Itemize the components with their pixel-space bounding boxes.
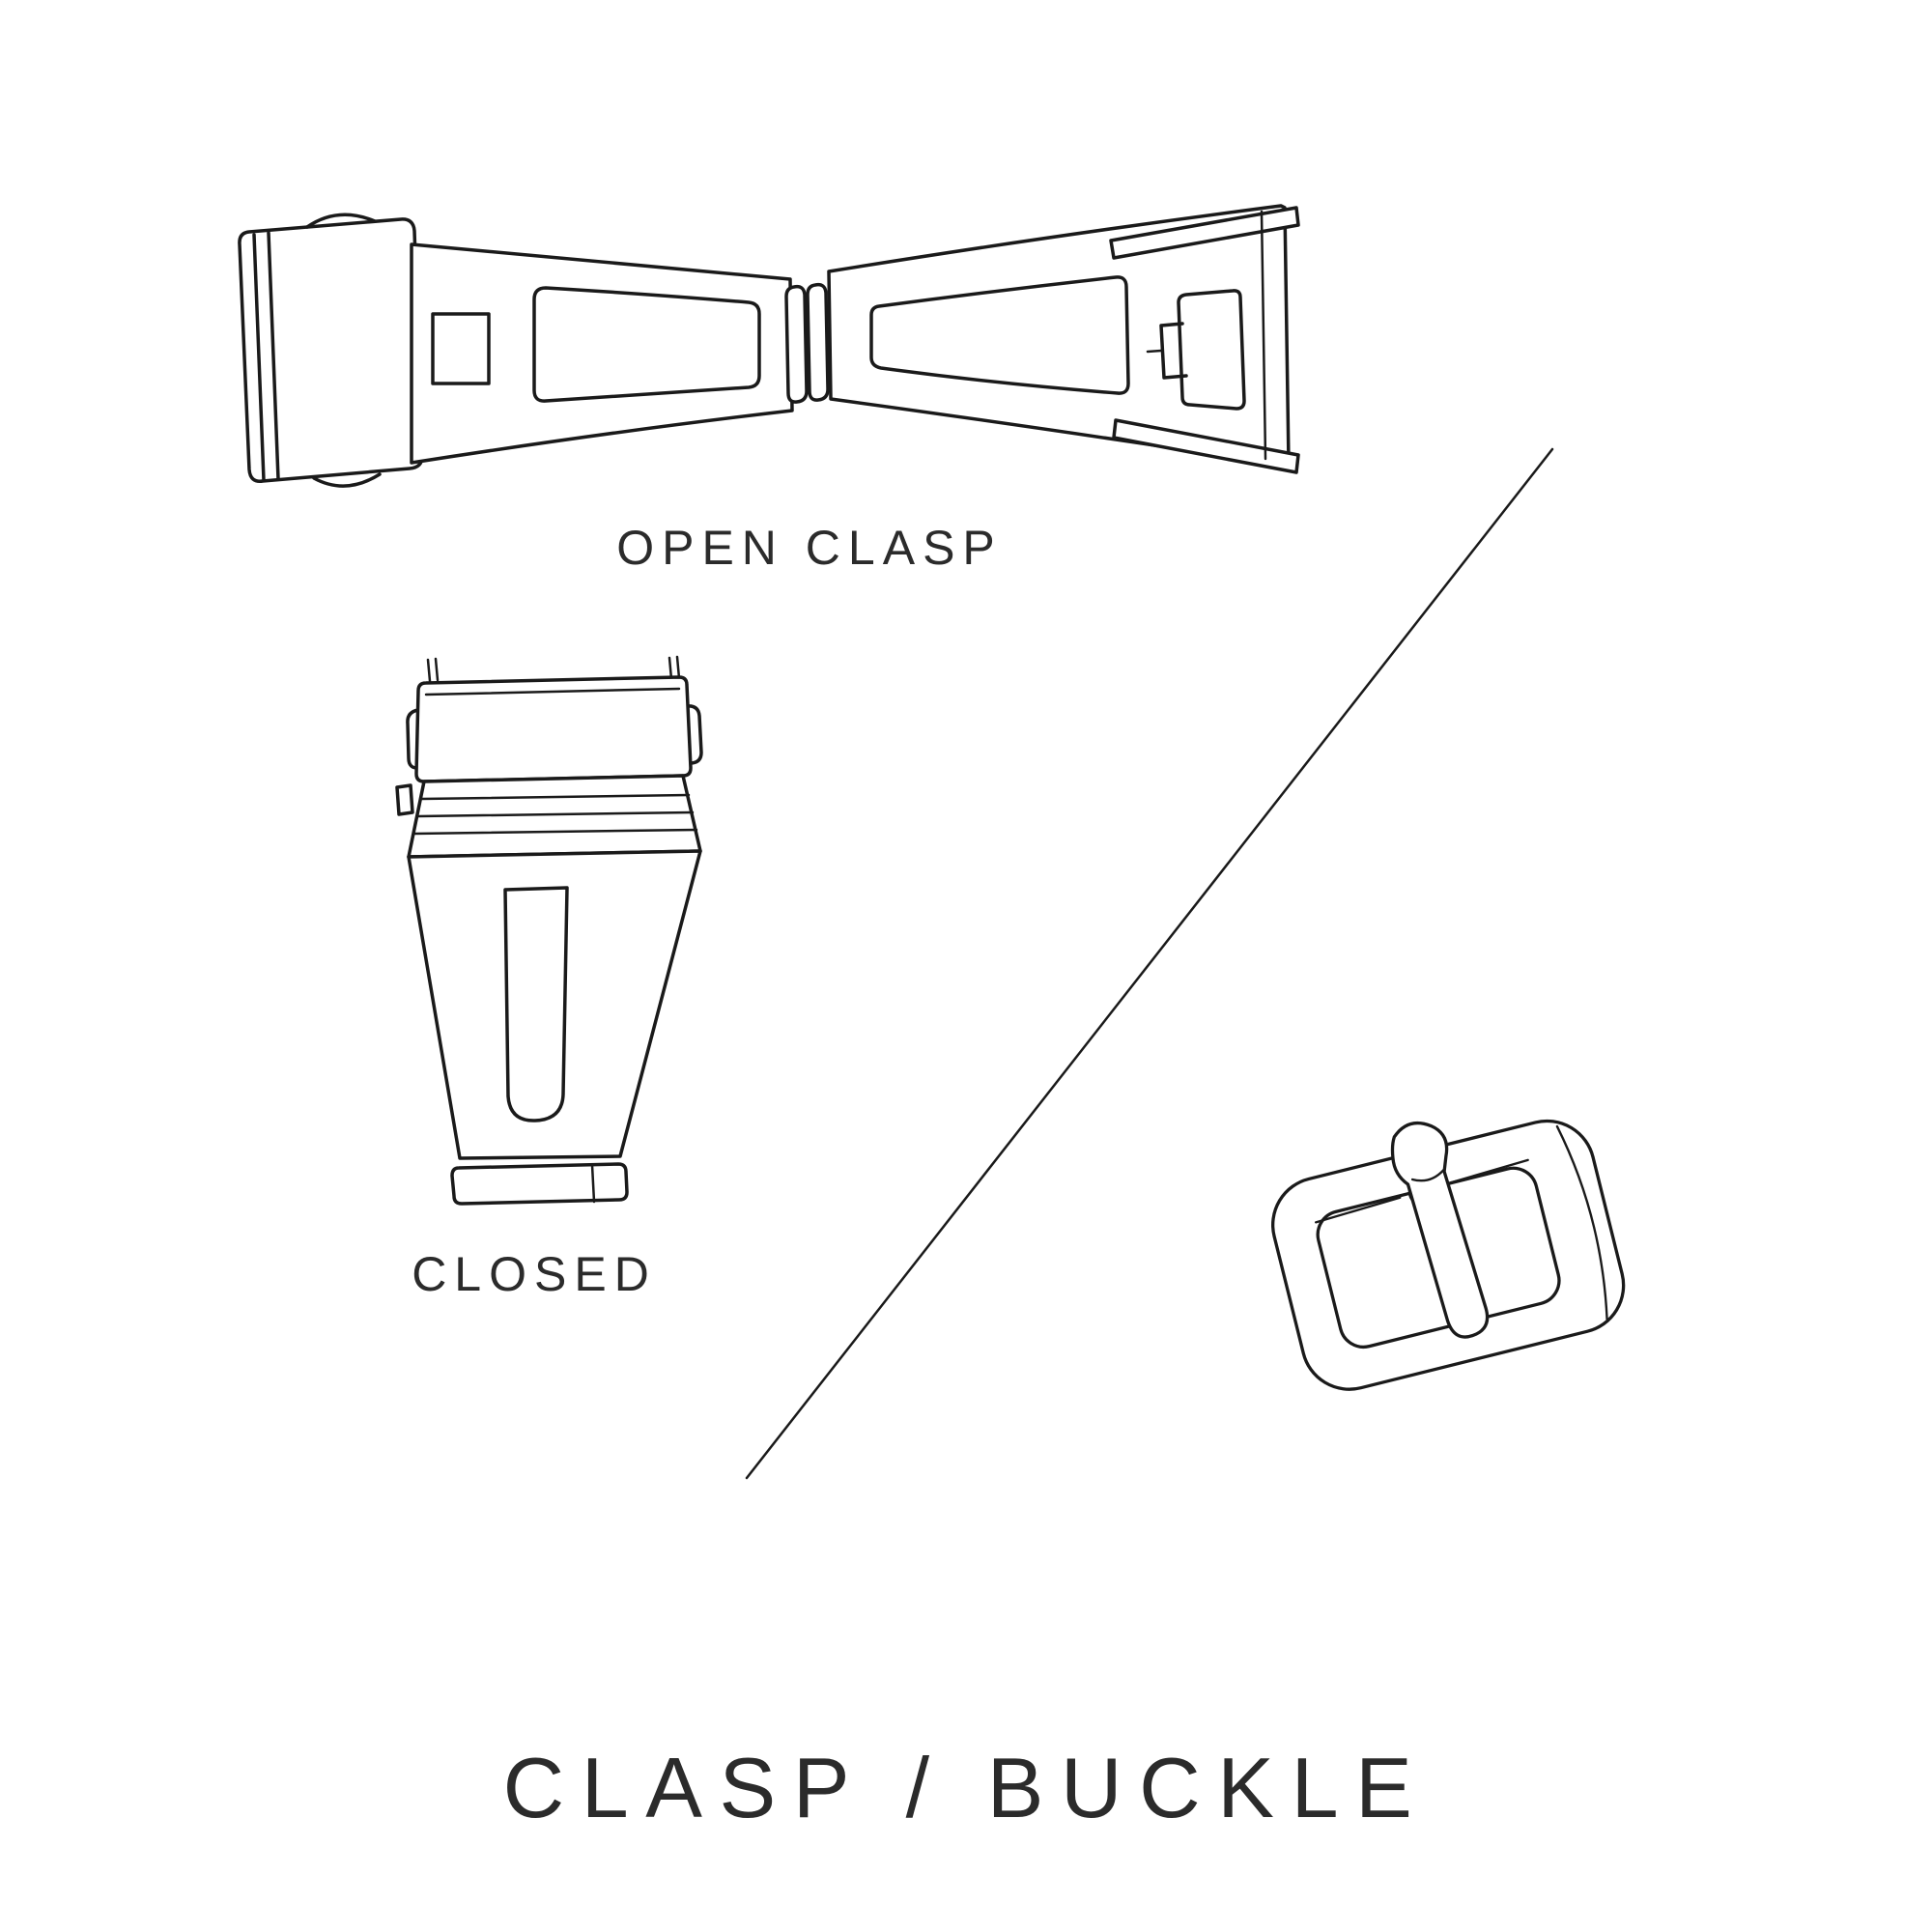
closed-clasp-bands (395, 774, 702, 859)
open-clasp-label: OPEN CLASP (616, 521, 1003, 575)
closed-clasp-prongs (426, 655, 681, 683)
diagonal-divider-line (745, 447, 1554, 1480)
open-clasp-illustration (238, 204, 1300, 488)
diagram-title: CLASP / BUCKLE (502, 1740, 1430, 1835)
open-clasp-left-arm (410, 242, 794, 465)
closed-clasp-body (407, 849, 702, 1160)
open-clasp-hinge (784, 282, 830, 404)
buckle-tongue (1390, 1121, 1490, 1339)
open-clasp-right-arm (827, 204, 1300, 474)
closed-clasp-illustration (395, 655, 703, 1206)
closed-label: CLOSED (412, 1247, 657, 1301)
open-clasp-left-link (238, 213, 424, 488)
closed-clasp-foot (450, 1162, 629, 1206)
buckle-illustration (1271, 1119, 1626, 1391)
closed-clasp-top-box (406, 675, 703, 783)
